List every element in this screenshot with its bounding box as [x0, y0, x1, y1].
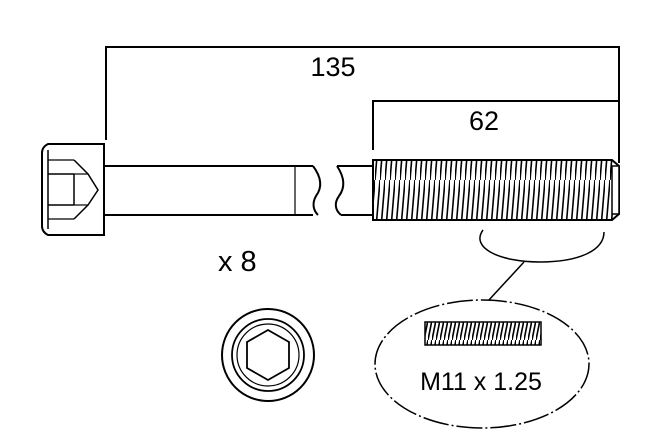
- detail-ellipse: [374, 299, 590, 429]
- dimension-line-overall: [105, 46, 620, 163]
- dimension-overall-length: 135: [105, 46, 620, 163]
- thread-detail-sample: [424, 321, 542, 346]
- bolt-thread: [372, 159, 620, 221]
- dimension-label-thread: 62: [469, 106, 499, 136]
- hex-socket: [246, 328, 290, 382]
- bolt-shank: [104, 165, 322, 216]
- bolt-side-view: [41, 143, 620, 236]
- bolt-break-right: [334, 165, 373, 216]
- thread-detail-callout: M11 x 1.25: [374, 229, 605, 429]
- bolt-head: [41, 143, 105, 236]
- dimension-line-thread: [372, 100, 619, 150]
- dimension-label-overall: 135: [310, 52, 355, 82]
- quantity-label: x 8: [218, 246, 257, 278]
- thread-spec-label: M11 x 1.25: [420, 368, 542, 396]
- bolt-head-end-view: [221, 308, 315, 402]
- dimension-thread-length: 62: [372, 100, 619, 150]
